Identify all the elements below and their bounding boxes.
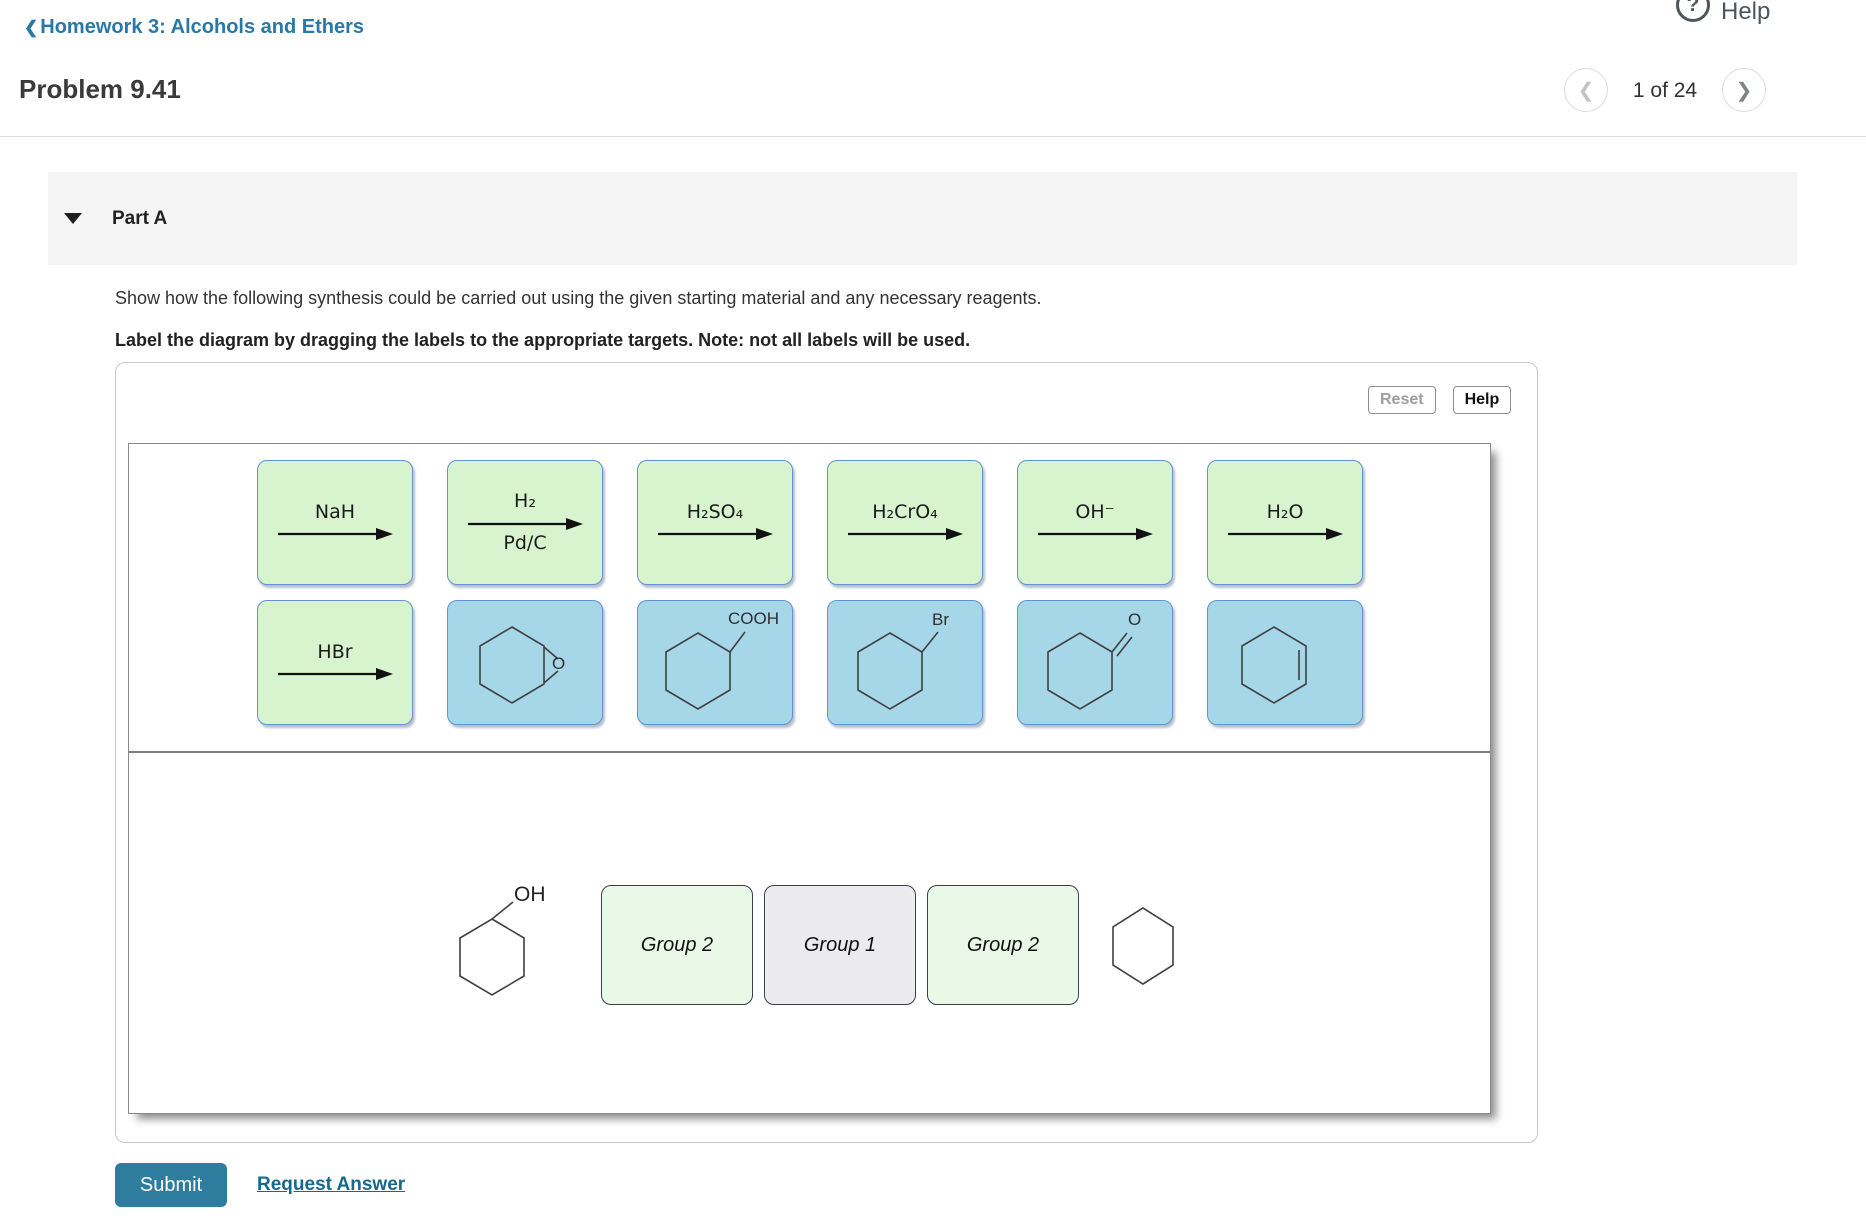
cyclohexene-structure xyxy=(1241,626,1307,704)
question-circle-icon: ? xyxy=(1676,0,1710,22)
chevron-left-icon: ❮ xyxy=(1577,79,1595,102)
previous-problem-button[interactable]: ❮ xyxy=(1564,68,1608,112)
tile-hbr[interactable]: HBr xyxy=(257,600,413,725)
reaction-arrow-icon xyxy=(848,528,963,541)
tile-h2so4[interactable]: H₂SO₄ xyxy=(637,460,793,585)
tile-h2o[interactable]: H₂O xyxy=(1207,460,1363,585)
request-answer-link[interactable]: Request Answer xyxy=(257,1174,406,1195)
reaction-arrow-icon xyxy=(468,517,583,530)
reaction-arrow-icon xyxy=(278,668,393,681)
bromocyclohexane-structure xyxy=(857,631,939,710)
label-bank: NaH H₂ Pd/C H₂SO₄ H₂CrO₄ xyxy=(129,444,1490,753)
cyclohexanecarboxylic-acid-structure xyxy=(665,631,746,710)
cyclohexanone-structure xyxy=(1047,632,1133,710)
reagent-label: OH⁻ xyxy=(1075,500,1115,523)
reaction-arrow-icon xyxy=(278,528,393,541)
reaction-arrow-icon xyxy=(658,528,773,541)
reaction-arrow-icon xyxy=(1228,528,1343,541)
part-a-header[interactable]: Part A xyxy=(48,172,1797,265)
tile-bromocyclohexane[interactable]: Br xyxy=(827,600,983,725)
drop-target-2[interactable]: Group 1 xyxy=(764,885,916,1005)
drop-target-3[interactable]: Group 2 xyxy=(927,885,1079,1005)
drop-target-label: Group 2 xyxy=(966,933,1040,956)
chevron-right-icon: ❯ xyxy=(1735,79,1753,102)
tile-cyclohexene[interactable] xyxy=(1207,600,1363,725)
reaction-arrow-icon xyxy=(1038,528,1153,541)
reagent-label: H₂CrO₄ xyxy=(872,500,938,523)
drop-target-label: Group 2 xyxy=(640,933,714,956)
reagent-label: H₂O xyxy=(1266,500,1304,523)
oxygen-label: O xyxy=(552,654,566,673)
tile-nah[interactable]: NaH xyxy=(257,460,413,585)
reagent-label: H₂SO₄ xyxy=(686,500,744,523)
drop-target-label: Group 1 xyxy=(803,933,877,956)
reagent-label: NaH xyxy=(314,500,356,523)
cooh-label: COOH xyxy=(728,609,779,628)
tile-cyclohexane-cooh[interactable]: COOH xyxy=(637,600,793,725)
panel-help-button[interactable]: Help xyxy=(1452,386,1512,414)
header-divider xyxy=(0,136,1866,137)
worksheet: NaH H₂ Pd/C H₂SO₄ H₂CrO₄ xyxy=(128,443,1491,1114)
reagent-label: H₂ xyxy=(514,489,536,512)
tile-hydroxide[interactable]: OH⁻ xyxy=(1017,460,1173,585)
tile-cyclohexene-oxide[interactable]: O xyxy=(447,600,603,725)
oxygen-label: O xyxy=(1128,610,1142,629)
cyclohexane-structure xyxy=(1111,904,1175,993)
tile-cyclohexanone[interactable]: O xyxy=(1017,600,1173,725)
collapse-triangle-icon xyxy=(64,213,82,224)
bank-row-2: HBr O COOH xyxy=(257,600,1490,725)
pagination-text: 1 of 24 xyxy=(1632,79,1698,102)
hydroxyl-label: OH xyxy=(514,883,546,906)
drag-instruction-text: Label the diagram by dragging the labels… xyxy=(115,330,971,350)
bromine-label: Br xyxy=(932,610,949,629)
part-a-label: Part A xyxy=(112,207,168,229)
reset-button[interactable]: Reset xyxy=(1368,386,1436,414)
reagent-sublabel: Pd/C xyxy=(503,531,547,554)
help-button-label: Help xyxy=(1721,0,1771,25)
back-link-label: Homework 3: Alcohols and Ethers xyxy=(40,16,365,38)
page-title: Problem 9.41 xyxy=(19,74,181,104)
cyclohexanol-structure: OH xyxy=(444,883,579,1000)
instruction-text: Show how the following synthesis could b… xyxy=(115,288,1042,308)
diagram-area: OH Group 2 Group 1 Group 2 xyxy=(129,753,1490,1005)
cyclohexene-oxide-structure xyxy=(479,626,559,704)
drop-target-1[interactable]: Group 2 xyxy=(601,885,753,1005)
tile-h2cro4[interactable]: H₂CrO₄ xyxy=(827,460,983,585)
reagent-label: HBr xyxy=(317,640,353,663)
chevron-left-icon: ❮ xyxy=(24,17,39,37)
bank-row-1: NaH H₂ Pd/C H₂SO₄ H₂CrO₄ xyxy=(257,460,1490,585)
help-button[interactable]: ? Help xyxy=(1676,0,1770,26)
tile-h2-pdc[interactable]: H₂ Pd/C xyxy=(447,460,603,585)
back-link[interactable]: ❮ Homework 3: Alcohols and Ethers xyxy=(24,16,364,39)
submit-button[interactable]: Submit xyxy=(115,1163,227,1207)
next-problem-button[interactable]: ❯ xyxy=(1722,68,1766,112)
